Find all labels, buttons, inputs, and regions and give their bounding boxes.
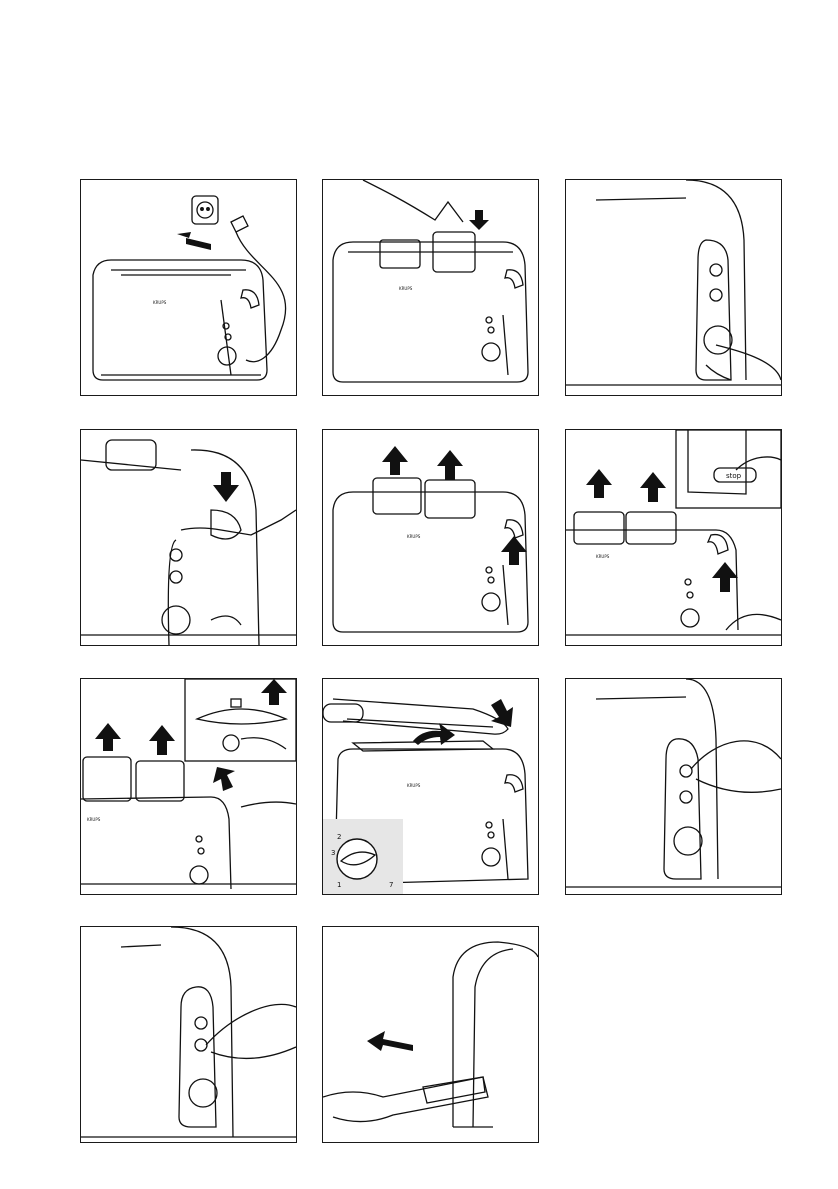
dial-mark: 1 [337,881,341,889]
arrow-up-icon [712,562,738,592]
press-lever-illustration [81,430,296,645]
defrost-button-icon [195,1017,207,1029]
panel-press-lever [80,429,297,646]
dial-mark: 2 [337,833,341,841]
panel-browning-dial [565,179,782,396]
arrow-up-icon [213,767,235,791]
bread-slice-icon [626,512,676,544]
panel-lift-lever: KRUPS [80,678,297,895]
insert-bread-illustration: KRUPS [323,180,538,395]
panel-bun-rack: 2 3 1 7 KRUPS [322,678,539,895]
arrow-down-icon [491,699,513,727]
reheat-button-icon [680,791,692,803]
arrow-down-icon [213,472,239,502]
brand-label: KRUPS [153,300,167,305]
defrost-button-icon [710,264,722,276]
arrow-up-icon [149,725,175,755]
panel-crumb-tray [322,926,539,1143]
panel-defrost [565,678,782,895]
arrow-up-icon [640,472,666,502]
plug-icon [231,216,248,232]
stop-label: stop [726,472,742,480]
panel-insert-bread: KRUPS [322,179,539,396]
panel-plug-in: KRUPS [80,179,297,396]
reheat-illustration [81,927,296,1142]
arrow-left-icon [367,1031,413,1051]
defrost-button-icon [680,765,692,777]
panel-reheat [80,926,297,1143]
browning-dial-illustration [566,180,781,395]
arrow-up-icon [382,446,408,475]
panel-pop-up: KRUPS [322,429,539,646]
pop-up-illustration: KRUPS [323,430,538,645]
arrow-up-icon [586,469,612,498]
arrow-down-icon [469,210,489,230]
stop-inset [676,430,781,508]
bread-slice-icon [83,757,131,801]
browning-dial-icon [162,606,190,634]
bread-slice-icon [373,478,421,514]
dial-mark: 3 [331,849,335,857]
brand-label: KRUPS [596,554,610,559]
lift-lever-illustration: KRUPS [81,679,296,894]
bread-slice-icon [425,480,475,518]
arrow-up-icon [501,536,527,565]
arrow-up-icon [95,723,121,751]
browning-dial-icon [674,827,702,855]
arrow-left-icon [186,238,211,250]
defrost-illustration [566,679,781,894]
crumb-tray-illustration [323,927,538,1142]
reheat-button-icon [195,1039,207,1051]
bun-rack-illustration: 2 3 1 7 KRUPS [323,679,538,894]
bread-slice-icon [136,761,184,801]
brand-label: KRUPS [399,286,413,291]
brand-label: KRUPS [87,817,101,822]
reheat-button-icon [710,289,722,301]
bread-slice-icon [380,240,420,268]
bread-slice-icon [574,512,624,544]
brand-label: KRUPS [407,534,421,539]
brand-label: KRUPS [407,783,421,788]
plug-in-illustration: KRUPS [81,180,296,395]
panel-stop: stop KRUPS [565,429,782,646]
arrow-up-icon [437,450,463,480]
browning-dial-icon [189,1079,217,1107]
wall-socket-icon [192,196,218,224]
stop-illustration: stop KRUPS [566,430,781,645]
dial-mark: 7 [389,881,393,889]
browning-dial-icon [704,326,732,354]
crumb-tray-icon [323,1077,488,1122]
lever-icon [211,510,241,539]
